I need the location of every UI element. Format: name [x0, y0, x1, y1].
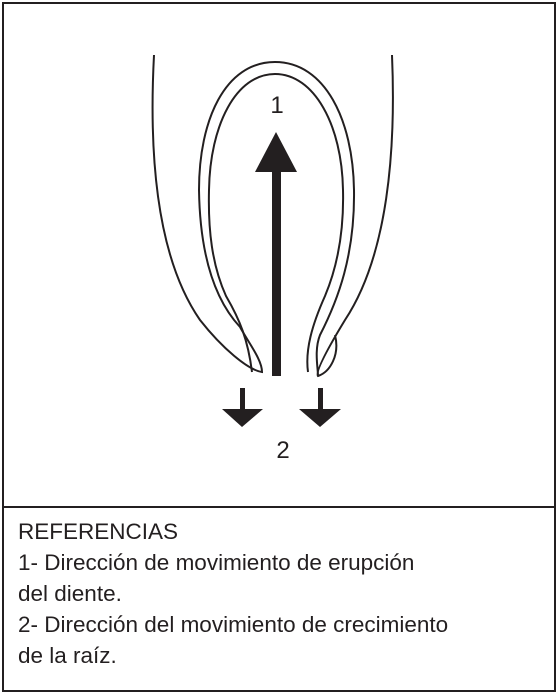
eruption-arrow-shaft — [272, 168, 281, 376]
root-arrow-left-head — [222, 409, 263, 427]
crown-outer-contour — [197, 60, 356, 377]
section-divider — [2, 506, 556, 508]
label-root-growth-direction: 2 — [276, 437, 289, 464]
crown-inner-contour — [207, 72, 345, 373]
reference-line: de la raíz. — [18, 643, 117, 668]
eruption-arrow-head — [255, 132, 297, 172]
outer-outline-left — [151, 54, 264, 374]
root-arrow-right-head — [299, 409, 341, 427]
label-eruption-direction: 1 — [270, 92, 283, 119]
root-arrow-right-shaft — [318, 388, 323, 412]
references-legend: REFERENCIAS 1- Dirección de movimiento d… — [18, 516, 548, 671]
reference-line: 2- Dirección del movimiento de crecimien… — [18, 612, 449, 637]
reference-line: 1- Dirección de movimiento de erupción — [18, 550, 415, 575]
outer-outline-right — [316, 54, 394, 378]
tooth-eruption-diagram: 1 2 — [151, 54, 394, 464]
reference-line: del diente. — [18, 581, 122, 606]
root-arrow-left-shaft — [240, 388, 245, 412]
references-title: REFERENCIAS — [18, 519, 179, 544]
